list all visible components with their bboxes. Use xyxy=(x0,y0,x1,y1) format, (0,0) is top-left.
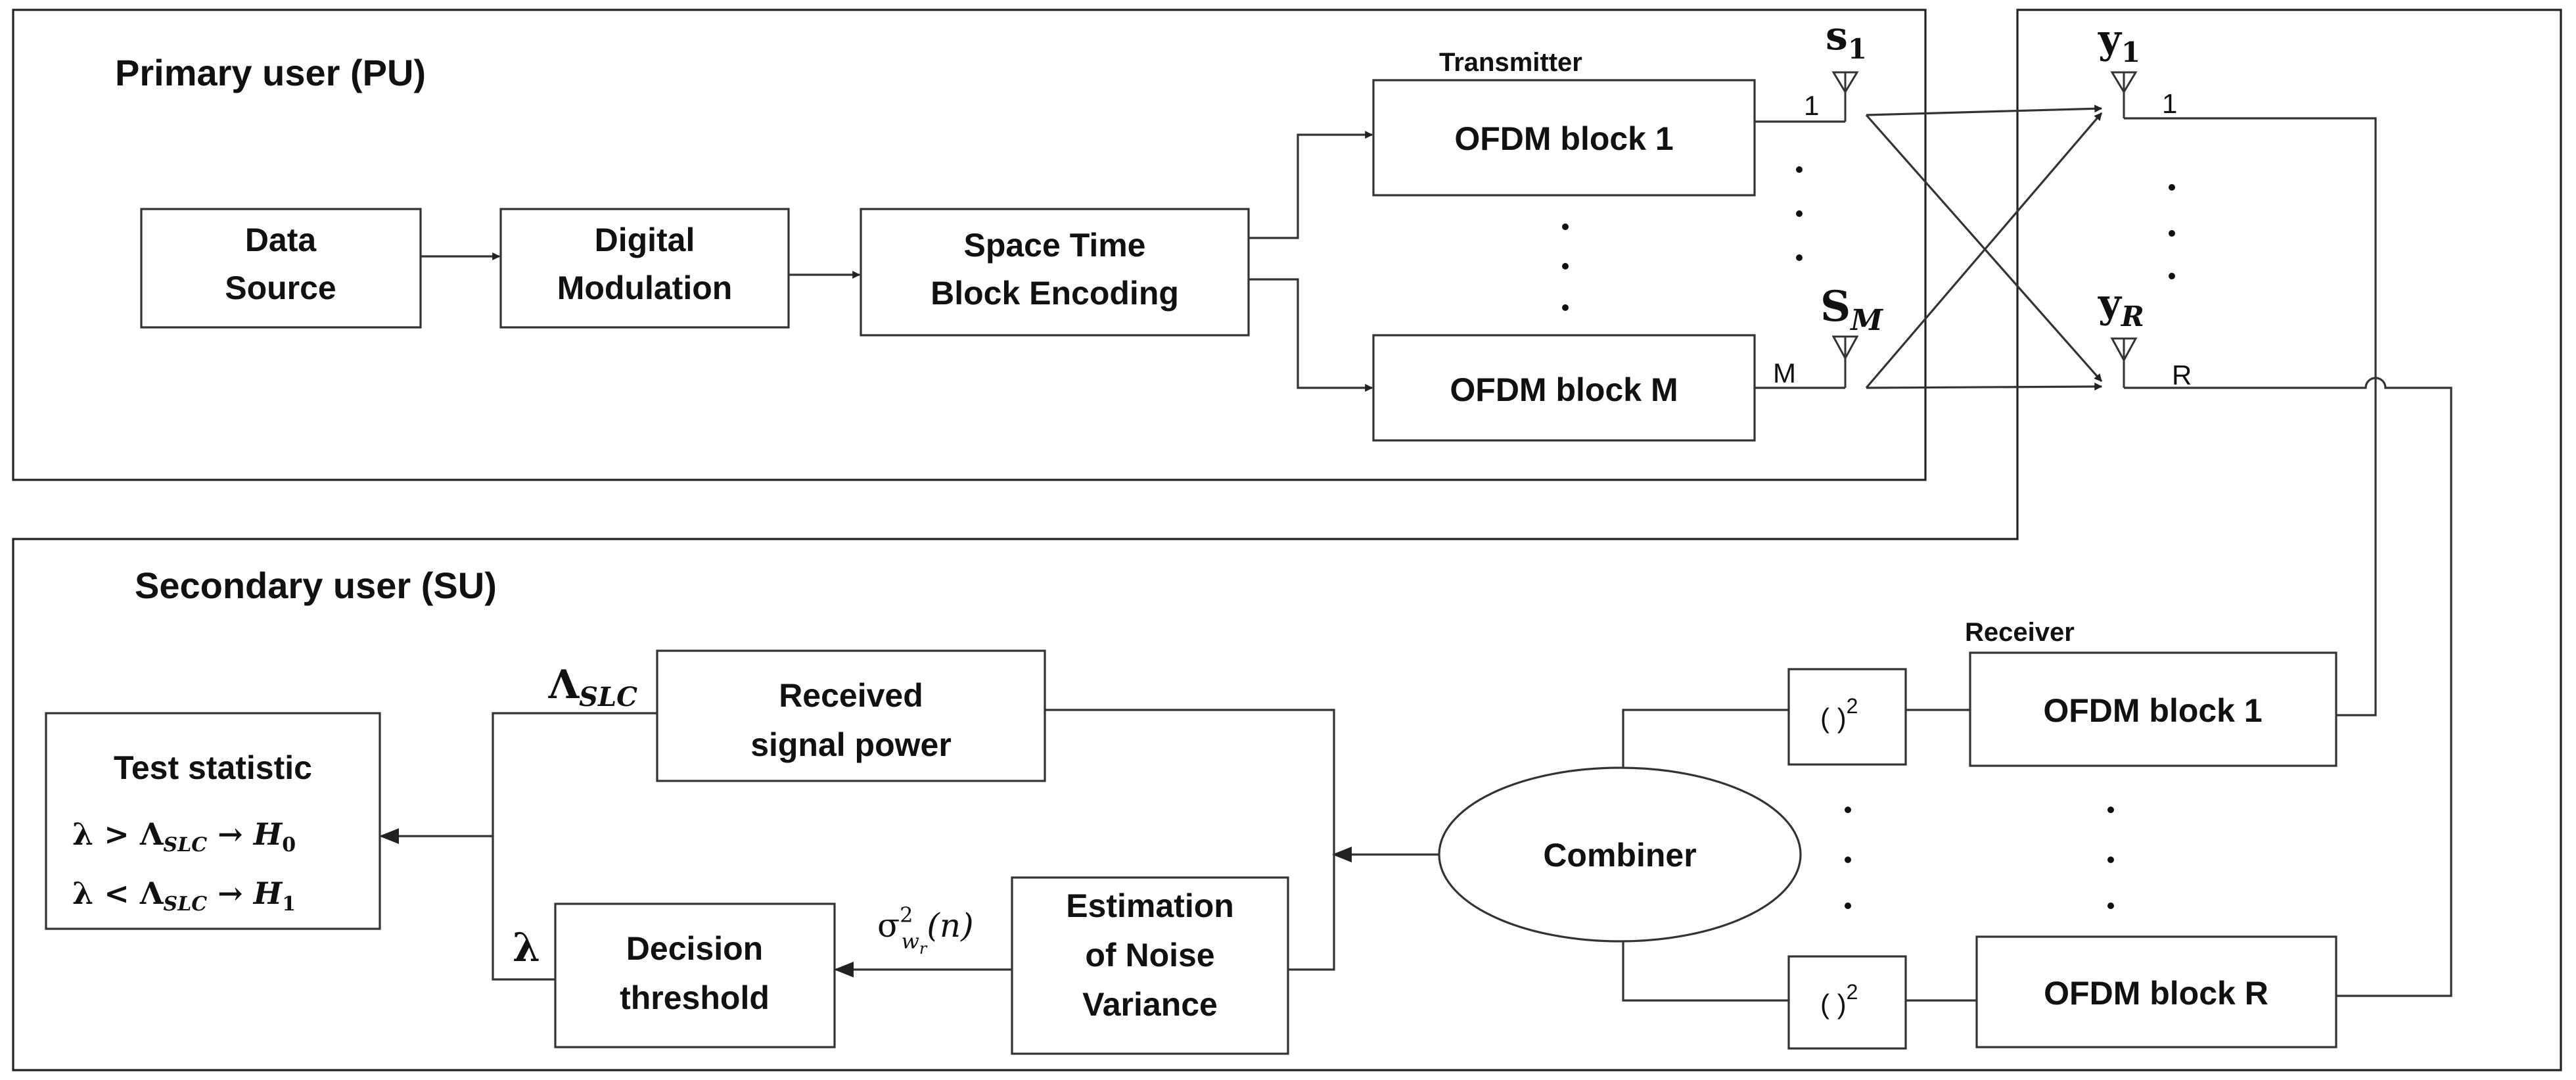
combiner-label: Combiner xyxy=(1543,837,1696,874)
digital-modulation-box: Digital Modulation xyxy=(499,208,790,329)
square-op-1-label: ( )2 xyxy=(1820,694,1858,734)
receiver-label: Receiver xyxy=(1965,618,2075,647)
rx-feed-line-1 xyxy=(2124,117,2377,716)
noise-estimation-line1: Estimation xyxy=(1066,887,1234,924)
digital-modulation-line2: Modulation xyxy=(557,270,733,306)
tx-antenna-1: 1 s1 xyxy=(1755,13,1867,123)
pu-ofdm-ellipsis xyxy=(1562,223,1569,311)
test-statistic-box: Test statistic λ > ΛSLC → H0 λ < ΛSLC → … xyxy=(45,712,381,930)
pu-title: Primary user (PU) xyxy=(115,52,426,93)
bus-left xyxy=(492,712,657,981)
test-statistic-title: Test statistic xyxy=(114,749,312,786)
su-ofdm-block-r-label: OFDM block R xyxy=(2044,975,2268,1012)
received-power-box: Received signal power xyxy=(656,649,1046,782)
data-source-line1: Data xyxy=(245,222,317,258)
rx-antenna-1-label: y1 xyxy=(2098,16,2140,68)
mimo-channel xyxy=(1865,105,2103,391)
arrow-stbc-to-ofdm-m xyxy=(1249,278,1373,392)
tx-port-1: 1 xyxy=(1804,90,1819,121)
tx-antenna-m: M SM xyxy=(1755,282,1883,389)
stbc-box: Space Time Block Encoding xyxy=(860,208,1250,337)
su-ofdm-block-1-label: OFDM block 1 xyxy=(2043,692,2262,729)
rx-antenna-r-label: yR xyxy=(2098,281,2144,333)
line-square1-to-combiner xyxy=(1622,709,1789,772)
decision-threshold-line2: threshold xyxy=(620,979,770,1016)
square-op-1: ( )2 xyxy=(1787,668,1907,766)
su-ofdm-block-1: OFDM block 1 xyxy=(1969,651,2337,767)
pu-ofdm-block-m-label: OFDM block M xyxy=(1450,371,1678,408)
pu-frame xyxy=(12,9,1927,481)
stbc-line2: Block Encoding xyxy=(931,275,1179,312)
pu-ofdm-block-m: OFDM block M xyxy=(1372,334,1756,442)
lambda-slc-label: ΛSLC xyxy=(548,662,638,713)
lambda-label: λ xyxy=(513,925,540,971)
decision-threshold-box: Decision threshold xyxy=(554,903,836,1048)
pu-ofdm-block-1: OFDM block 1 xyxy=(1372,79,1756,197)
tx-antenna-1-label: s1 xyxy=(1826,13,1867,65)
pu-ofdm-block-1-label: OFDM block 1 xyxy=(1454,120,1673,157)
stbc-line1: Space Time xyxy=(963,227,1145,264)
rx-port-1: 1 xyxy=(2162,88,2177,119)
tx-antenna-ellipsis xyxy=(1796,166,1803,261)
square-op-ellipsis xyxy=(1845,807,1851,909)
noise-estimation-box: Estimation of Noise Variance xyxy=(1011,876,1289,1055)
data-source-line2: Source xyxy=(225,270,336,306)
tx-antenna-m-label: SM xyxy=(1820,282,1883,337)
arrow-stbc-to-ofdm-1 xyxy=(1249,131,1373,239)
tx-port-m: M xyxy=(1773,358,1796,388)
rx-antenna-1: y1 1 xyxy=(2098,16,2177,119)
received-power-line1: Received xyxy=(779,677,923,714)
decision-threshold-line1: Decision xyxy=(626,930,763,967)
noise-estimation-line3: Variance xyxy=(1082,986,1218,1023)
received-power-line2: signal power xyxy=(750,726,952,763)
rx-antenna-r: yR R xyxy=(2098,281,2192,390)
transmitter-label: Transmitter xyxy=(1439,48,1582,77)
su-ofdm-block-r: OFDM block R xyxy=(1975,935,2337,1048)
rx-feed-line-r xyxy=(2124,377,2452,997)
bus-right xyxy=(1045,709,1335,971)
combiner: Combiner xyxy=(1438,766,1802,943)
data-source-box: Data Source xyxy=(140,208,422,329)
rx-port-r: R xyxy=(2172,360,2192,390)
square-op-r: ( )2 xyxy=(1787,955,1907,1050)
test-rule-h1: λ < ΛSLC → H1 xyxy=(72,876,296,916)
digital-modulation-line1: Digital xyxy=(595,222,695,258)
su-frame xyxy=(12,9,2562,1071)
su-ofdm-ellipsis xyxy=(2107,807,2114,909)
test-rule-h0: λ > ΛSLC → H0 xyxy=(72,816,296,857)
noise-estimation-line2: of Noise xyxy=(1085,937,1214,974)
line-squarer-to-combiner xyxy=(1622,937,1789,1002)
rx-antenna-ellipsis xyxy=(2169,184,2175,279)
square-op-r-label: ( )2 xyxy=(1820,980,1858,1020)
su-title: Secondary user (SU) xyxy=(135,565,497,606)
